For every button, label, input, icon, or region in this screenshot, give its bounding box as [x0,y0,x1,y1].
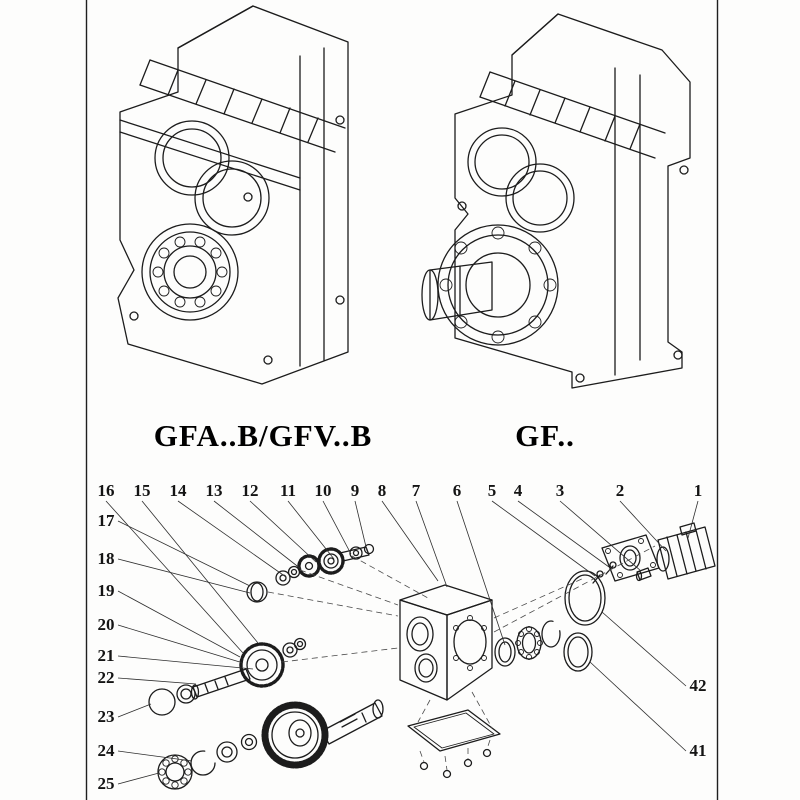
part-number-21: 21 [97,646,115,665]
part-number-9: 9 [350,481,360,500]
part-number-8: 8 [377,481,387,500]
page-border [85,0,719,800]
part-number-19: 19 [97,581,115,600]
part-number-13: 13 [205,481,223,500]
part-number-5: 5 [487,481,497,500]
gearbox-drawing-gfab [117,5,349,385]
part-number-24: 24 [97,741,115,760]
part-number-18: 18 [97,549,115,568]
part-number-2: 2 [615,481,625,500]
right-rings-and-seals [494,570,606,672]
output-shaft-front [421,261,493,321]
part-number-15: 15 [133,481,151,500]
flange-bolt-holes [439,226,557,344]
part-number-6: 6 [452,481,462,500]
part-number-14: 14 [169,481,187,500]
gearbox-drawing-gf [421,13,691,389]
part-number-11: 11 [279,481,297,500]
exploded-view-drawing [148,522,716,790]
cover-plate [407,709,501,779]
part-number-22: 22 [97,668,115,687]
part-number-16: 16 [97,481,115,500]
part-number-3: 3 [555,481,565,500]
model-caption-gf: GF.. [515,418,575,453]
part-number-4: 4 [513,481,523,500]
bearing-balls [152,236,228,308]
part-number-17: 17 [97,511,115,530]
model-caption-gfab: GFA..B/GFV..B [153,418,373,453]
part-number-20: 20 [97,615,115,634]
part-number-25: 25 [97,774,115,793]
part-number-10: 10 [314,481,332,500]
leader-lines [105,500,699,785]
part-number-7: 7 [411,481,421,500]
part-number-23: 23 [97,707,115,726]
output-gear-assembly [157,699,384,790]
part-number-42: 42 [689,676,707,695]
part-number-12: 12 [241,481,259,500]
gear-housing [399,584,493,701]
intermediate-gear-shaft [148,637,307,716]
part-number-1: 1 [693,481,703,500]
motor [656,522,716,580]
part-number-41: 41 [689,741,707,760]
